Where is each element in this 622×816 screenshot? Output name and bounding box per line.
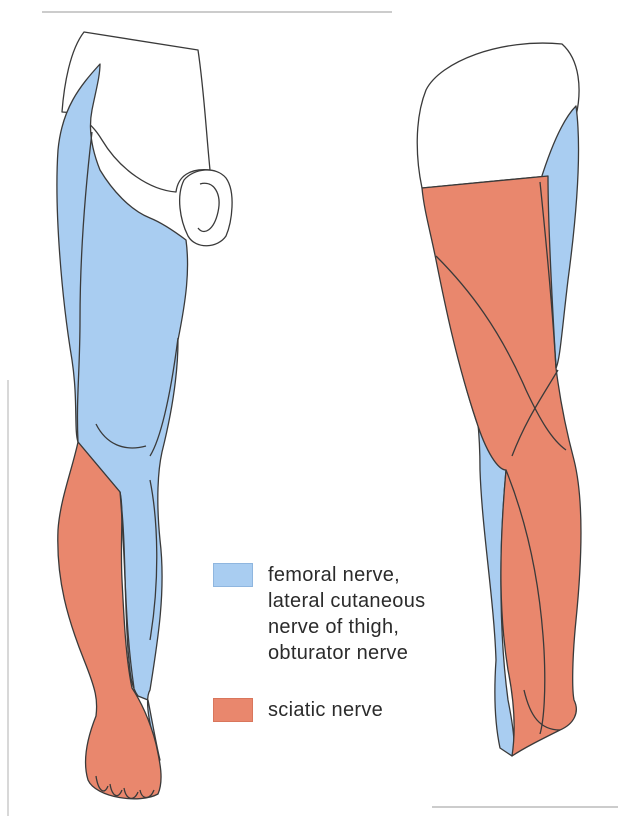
legend-sciatic-label: sciatic nerve <box>268 697 383 723</box>
posterior-leg <box>417 43 581 756</box>
legend-sciatic-swatch <box>213 698 253 722</box>
legend-femoral-line-1: femoral nerve, <box>268 562 425 588</box>
legend-femoral-label: femoral nerve, lateral cutaneous nerve o… <box>268 562 425 666</box>
legend-femoral-line-3: nerve of thigh, <box>268 614 425 640</box>
legend-femoral-swatch <box>213 563 253 587</box>
legend-sciatic-line-1: sciatic nerve <box>268 697 383 723</box>
anterior-genital-outline <box>180 170 232 246</box>
legend-femoral-line-4: obturator nerve <box>268 640 425 666</box>
anterior-leg <box>57 32 232 799</box>
legend-femoral-line-2: lateral cutaneous <box>268 588 425 614</box>
